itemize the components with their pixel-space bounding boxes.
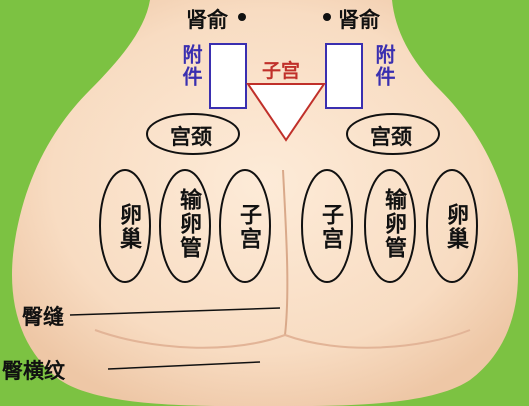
body-silhouette [12, 0, 518, 406]
zigong-right-label: 子宫 [318, 203, 343, 251]
shuluanguan-left-oval [159, 169, 211, 283]
shenshu-right-label: 肾俞 [338, 8, 380, 32]
shenshu-right-dot [323, 13, 331, 21]
gluteal-fold-right [284, 329, 471, 349]
fujian-right-label: 附件 [372, 44, 396, 88]
gongjing-right-label: 宫颈 [370, 125, 412, 149]
fujian-right-box [325, 43, 363, 109]
luanchao-left-oval [99, 169, 151, 283]
luanchao-right-oval [426, 169, 478, 283]
fujian-left-label: 附件 [179, 44, 203, 88]
zigong-right-oval [301, 169, 353, 283]
zigong-left-oval [219, 169, 271, 283]
tunfeng-label: 臀缝 [22, 305, 64, 329]
gongjing-right-oval [346, 113, 440, 155]
tunhengwen-label: 臀横纹 [2, 359, 65, 383]
shuluanguan-left-label: 输卵管 [176, 188, 201, 260]
shuluanguan-right-oval [364, 169, 416, 283]
tunfeng-leader [69, 307, 281, 316]
shenshu-left-dot [238, 13, 246, 21]
gongjing-left-label: 宫颈 [170, 125, 212, 149]
zigong-triangle [246, 83, 326, 142]
luanchao-left-label: 卵巢 [116, 203, 141, 251]
tunhengwen-leader [107, 361, 261, 370]
zigong-left-label: 子宫 [236, 203, 261, 251]
gongjing-left-oval [146, 113, 240, 155]
zigong-top-label: 子宫 [262, 60, 301, 82]
luanchao-right-label: 卵巢 [443, 203, 468, 251]
gluteal-fold-left [94, 329, 286, 349]
gluteal-cleft [282, 169, 289, 336]
shenshu-left-label: 肾俞 [186, 8, 228, 32]
shuluanguan-right-label: 输卵管 [381, 188, 406, 260]
fujian-left-box [209, 43, 247, 109]
